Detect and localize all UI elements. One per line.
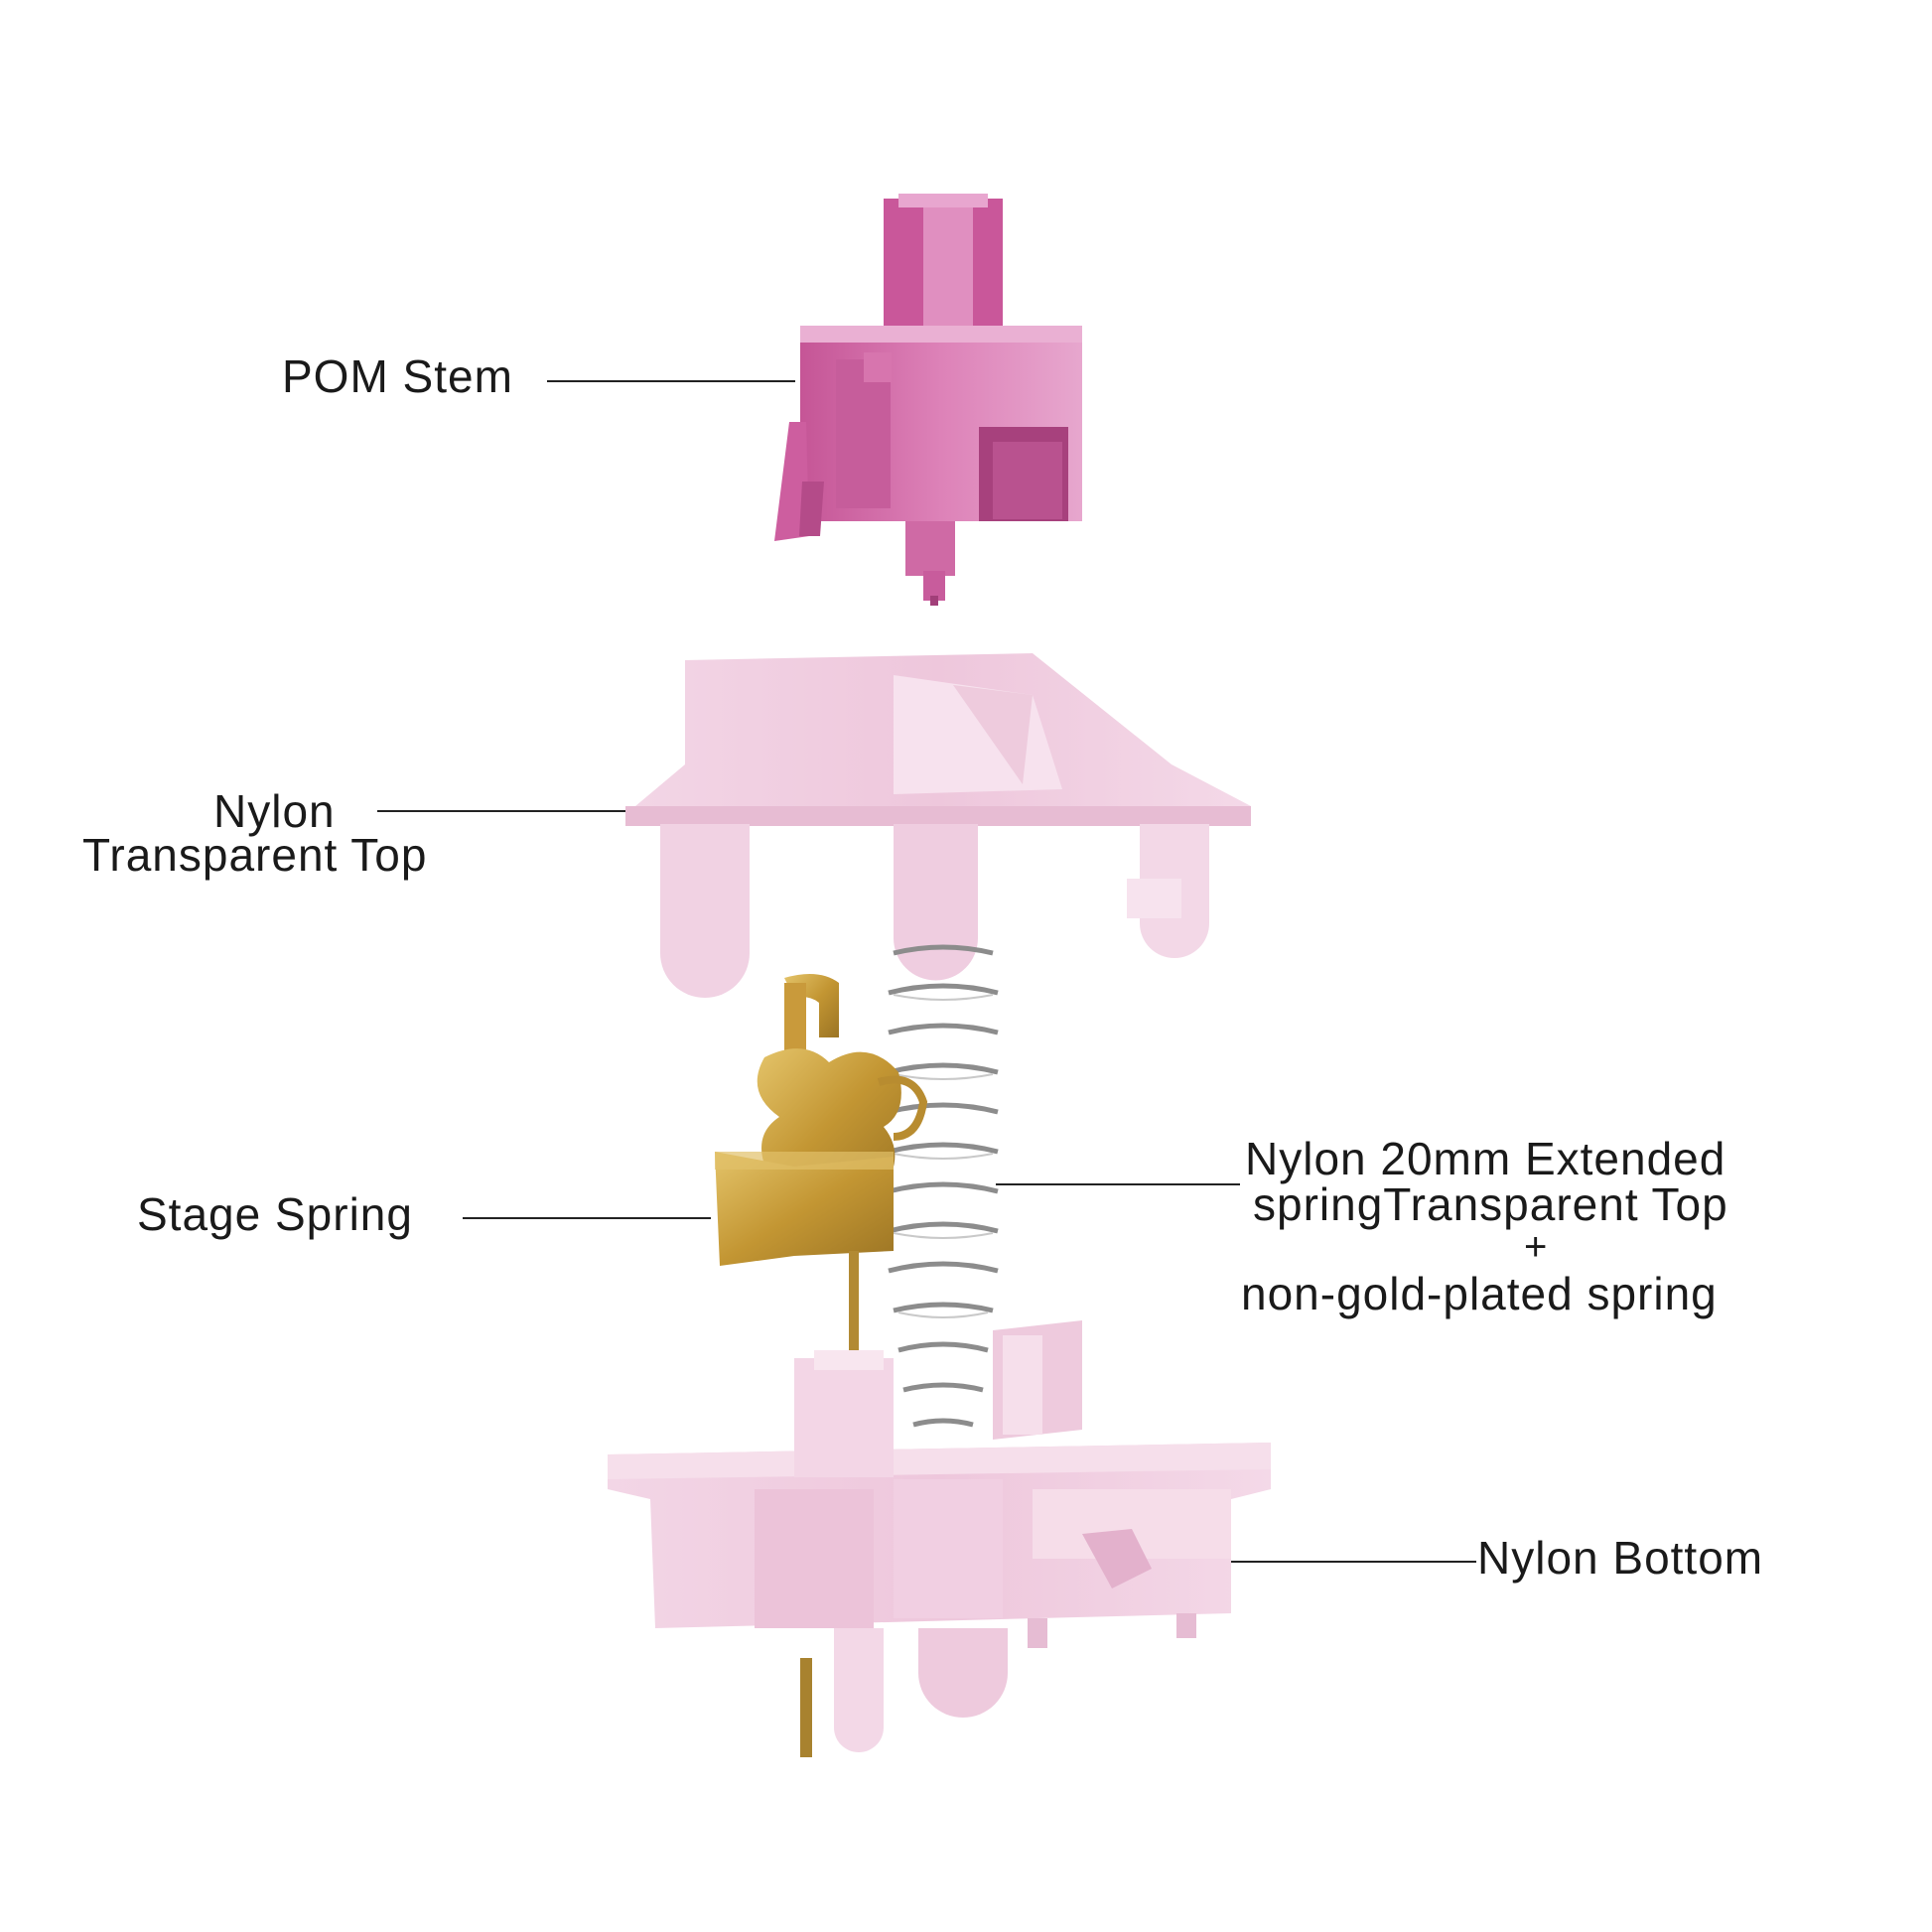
stage-spring-part [715, 974, 928, 1757]
leader-nylon-bottom [1231, 1561, 1476, 1563]
label-nylon-top-line1: Nylon [213, 785, 336, 837]
label-nylon-bottom: Nylon Bottom [1477, 1532, 1764, 1584]
label-spring-line4: non-gold-plated spring [1241, 1268, 1718, 1319]
label-spring-line1: Nylon 20mm Extended [1245, 1133, 1726, 1184]
pom-stem-part [774, 194, 1082, 606]
metal-spring-part [888, 944, 999, 1428]
leader-pom-stem [547, 380, 795, 382]
label-spring-line2: springTransparent Top [1253, 1178, 1728, 1230]
label-nylon-top-line2: Transparent Top [82, 829, 428, 881]
leader-stage-spring [463, 1217, 711, 1219]
spring-highlight [893, 994, 994, 1318]
leader-spring [996, 1183, 1240, 1185]
label-pom-stem: POM Stem [282, 350, 513, 402]
label-spring-plus: + [1524, 1225, 1549, 1269]
nylon-top-part [625, 653, 1251, 998]
label-stage-spring: Stage Spring [137, 1188, 413, 1240]
leader-nylon-top [377, 810, 625, 812]
nylon-bottom-part [608, 1320, 1271, 1752]
